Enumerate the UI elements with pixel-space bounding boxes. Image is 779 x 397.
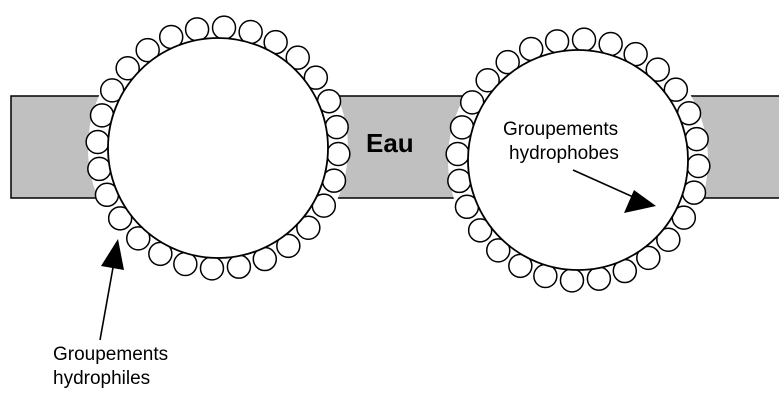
hydrophilic-head <box>324 114 349 140</box>
hydrophilic-head <box>645 57 670 82</box>
hydrophilic-head <box>199 256 225 281</box>
hydrophilic-groups-label: Groupements hydrophiles <box>53 343 168 391</box>
hydrophilic-head <box>87 156 112 182</box>
hydrophilic-head <box>303 65 329 90</box>
micelle-left <box>85 15 351 281</box>
hydrophilic-head <box>586 266 612 291</box>
hydrophilic-head <box>115 56 140 81</box>
hydrophilic-head <box>276 233 301 259</box>
hydrophilic-label-line2: hydrophiles <box>53 368 151 389</box>
hydrophilic-head <box>544 29 570 54</box>
hydrophilic-head <box>467 218 493 243</box>
hydrophilic-head <box>663 77 689 102</box>
hydrophilic-head <box>445 141 470 167</box>
hydrophilic-head <box>85 129 110 155</box>
hydrophilic-head <box>559 268 585 293</box>
hydrophilic-head <box>684 126 709 152</box>
hydrophilic-head <box>211 15 237 40</box>
water-label: Eau <box>366 128 414 158</box>
hydrophilic-head <box>107 206 133 231</box>
hydrophobic-label-line2: hydrophobes <box>509 143 619 164</box>
hydrophilic-head <box>686 153 711 179</box>
hydrophobic-arrow <box>572 169 656 213</box>
hydrophobic-label-line1: Groupements <box>503 119 619 140</box>
hydrophilic-head <box>571 27 597 52</box>
hydrophilic-head <box>326 141 351 167</box>
hydrophilic-head <box>447 168 472 194</box>
hydrophilic-head <box>636 245 661 271</box>
hydrophilic-label-line1: Groupements <box>53 344 169 365</box>
hydrophilic-head <box>656 227 681 252</box>
hydrophilic-head <box>226 254 252 279</box>
hydrophobic-groups-label: Groupements hydrophobes <box>503 118 619 166</box>
hydrophilic-arrow <box>99 239 124 341</box>
hydrophilic-head <box>296 215 321 240</box>
hydrophilic-head <box>495 49 520 75</box>
hydrophilic-head <box>486 238 511 263</box>
hydrophilic-head <box>184 17 210 42</box>
micelle-right <box>445 27 711 293</box>
hydrophilic-head <box>475 68 500 93</box>
hydrophilic-head <box>135 37 160 63</box>
hydrophilic-head <box>285 45 310 70</box>
hydrophilic-head <box>126 226 151 251</box>
micelle-core <box>467 49 689 271</box>
micelle-core <box>107 37 329 259</box>
